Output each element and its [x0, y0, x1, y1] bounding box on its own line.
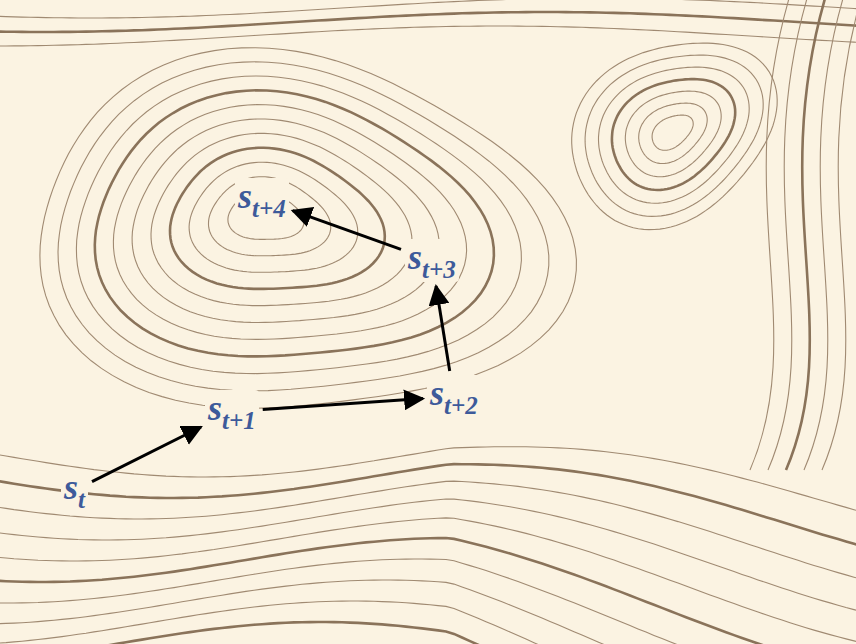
- state-label: st+1: [205, 390, 259, 433]
- state-label: st: [61, 469, 88, 512]
- state-symbol: s: [64, 469, 78, 505]
- contour-line: [0, 499, 856, 614]
- state-label: st+4: [235, 178, 289, 221]
- contour-line: [768, 0, 808, 470]
- contour-line: [58, 62, 549, 391]
- state-subscript: t+2: [444, 393, 478, 418]
- contour-line: [95, 90, 494, 356]
- contour-line: [0, 559, 856, 644]
- contour-line: [113, 105, 466, 340]
- contour-line: [76, 76, 521, 374]
- state-symbol: s: [430, 375, 444, 411]
- transition-arrow: [263, 399, 423, 410]
- contour-line: [151, 133, 412, 305]
- transition-arrow: [436, 286, 450, 371]
- state-subscript: t+4: [252, 196, 286, 221]
- state-label: st+2: [427, 375, 481, 418]
- contour-line: [189, 162, 358, 272]
- contour-line: [0, 481, 856, 581]
- contour-line: [132, 119, 439, 323]
- contour-line: [804, 0, 844, 470]
- contour-line: [0, 580, 856, 644]
- contour-line: [0, 26, 856, 46]
- contour-line: [750, 0, 790, 470]
- contour-line: [786, 0, 826, 470]
- contour-line: [40, 48, 577, 409]
- contour-line: [822, 0, 856, 470]
- contour-line: [652, 115, 693, 150]
- state-subscript: t: [78, 487, 85, 512]
- state-symbol: s: [408, 239, 422, 275]
- contour-line: [170, 148, 385, 289]
- contour-line: [585, 55, 763, 216]
- state-subscript: t+1: [222, 408, 256, 433]
- contour-line: [0, 447, 856, 515]
- contour-line: [572, 43, 778, 230]
- contour-line: [0, 464, 856, 548]
- contour-line: [639, 103, 708, 163]
- contour-line: [0, 601, 856, 644]
- state-label: st+3: [405, 239, 459, 282]
- contour-line: [0, 622, 856, 644]
- state-symbol: s: [238, 178, 252, 214]
- contour-line: [612, 79, 735, 190]
- contour-line: [599, 67, 750, 203]
- transition-arrow: [293, 211, 401, 250]
- state-symbol: s: [208, 390, 222, 426]
- state-subscript: t+3: [422, 257, 456, 282]
- transition-arrow: [92, 427, 201, 482]
- contour-line: [0, 12, 856, 32]
